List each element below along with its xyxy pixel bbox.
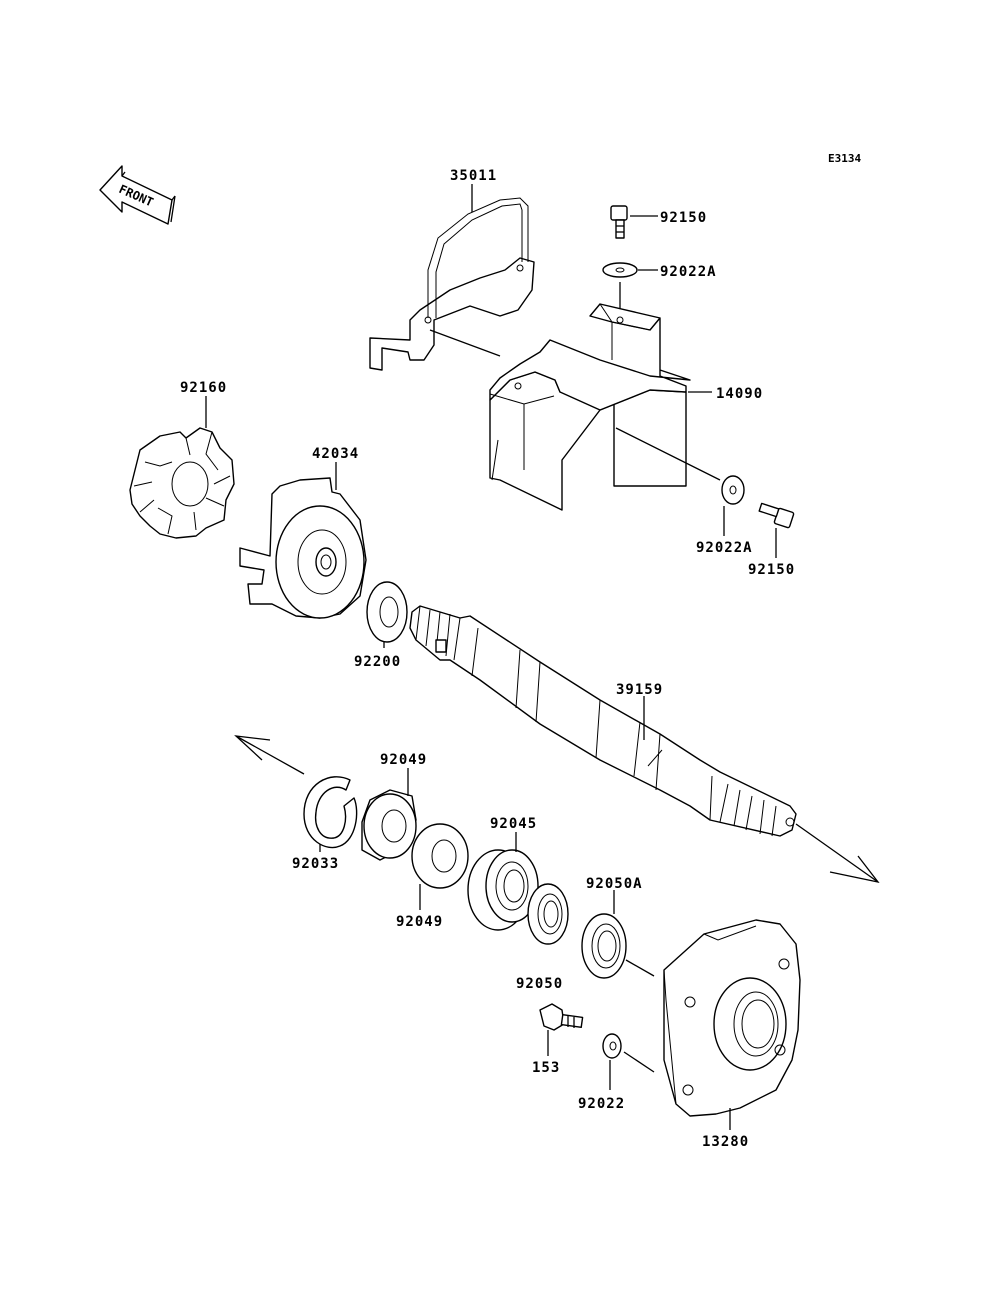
label-13280: 13280 — [702, 1134, 749, 1150]
axis-arrow-left-icon — [234, 735, 305, 775]
bearing-92045 — [467, 832, 539, 931]
spacer-92049-bottom — [411, 823, 469, 910]
label-92022: 92022 — [578, 1096, 625, 1112]
label-92049-top: 92049 — [380, 752, 427, 768]
washer-92022A-top — [602, 262, 658, 312]
label-92049-bottom: 92049 — [396, 914, 443, 930]
label-92022A-top: 92022A — [660, 264, 717, 280]
washer-92200 — [366, 581, 408, 648]
label-92200: 92200 — [354, 654, 401, 670]
label-153: 153 — [532, 1060, 560, 1076]
label-92160: 92160 — [180, 380, 227, 396]
label-92050: 92050 — [516, 976, 563, 992]
damper-92160 — [129, 396, 235, 539]
washer-92022A-bottom — [721, 475, 745, 536]
cover-14090 — [489, 303, 721, 511]
seal-92050 — [527, 883, 569, 945]
label-92045: 92045 — [490, 816, 537, 832]
shaft-39159 — [409, 605, 880, 883]
label-42034: 42034 — [312, 446, 359, 462]
bolt-92150-top — [610, 205, 658, 239]
bolt-153 — [539, 1003, 584, 1056]
bracket-35011 — [369, 184, 535, 371]
label-14090: 14090 — [716, 386, 763, 402]
reference-code: E3134 — [828, 152, 861, 165]
seal-92050A — [581, 890, 655, 979]
bolt-92150-bottom — [758, 502, 795, 558]
housing-13280 — [663, 919, 801, 1130]
label-92150-bottom: 92150 — [748, 562, 795, 578]
spacer-92049-top — [361, 768, 417, 861]
label-92022A-bottom: 92022A — [696, 540, 753, 556]
washer-92022 — [602, 1033, 655, 1090]
label-35011: 35011 — [450, 168, 497, 184]
coupling-42034 — [239, 462, 367, 619]
label-92033: 92033 — [292, 856, 339, 872]
label-39159: 39159 — [616, 682, 663, 698]
circlip-92033 — [303, 776, 358, 852]
label-92050A: 92050A — [586, 876, 643, 892]
front-arrow-icon: FRONT — [99, 165, 176, 225]
label-92150-top: 92150 — [660, 210, 707, 226]
